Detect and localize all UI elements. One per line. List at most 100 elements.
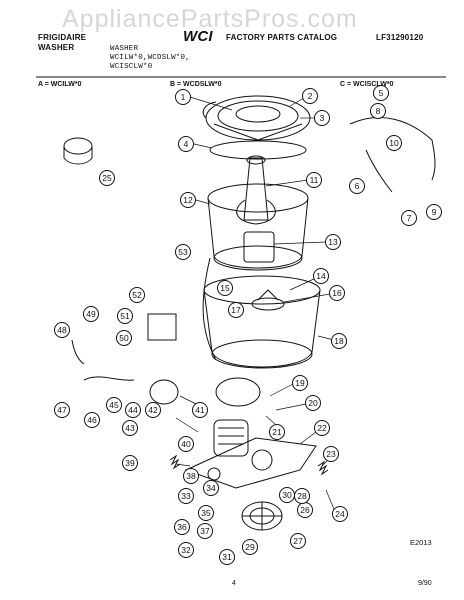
callout-52: 52: [129, 287, 145, 303]
svg-text:39: 39: [125, 458, 135, 468]
callout-14: 14: [313, 268, 329, 284]
brand-line2: WASHER: [38, 43, 75, 52]
svg-text:52: 52: [132, 290, 142, 300]
callout-16: 16: [329, 285, 345, 301]
callout-39: 39: [122, 455, 138, 471]
callout-17: 17: [228, 302, 244, 318]
callout-32: 32: [178, 542, 194, 558]
svg-text:44: 44: [128, 405, 138, 415]
svg-text:51: 51: [120, 311, 130, 321]
svg-text:42: 42: [148, 405, 158, 415]
callout-10: 10: [386, 135, 402, 151]
svg-text:10: 10: [389, 138, 399, 148]
svg-text:16: 16: [332, 288, 342, 298]
callout-34: 34: [203, 480, 219, 496]
callout-47: 47: [54, 402, 70, 418]
svg-text:26: 26: [300, 505, 310, 515]
model-type: WASHER: [110, 45, 139, 53]
callout-25: 25: [99, 170, 115, 186]
svg-text:8: 8: [376, 106, 381, 116]
svg-text:27: 27: [293, 536, 303, 546]
catalog-number: LF31290120: [376, 33, 424, 42]
bracket-52: [147, 313, 177, 341]
svg-text:23: 23: [326, 449, 336, 459]
svg-text:11: 11: [310, 175, 319, 185]
callout-13: 13: [325, 234, 341, 250]
svg-text:6: 6: [355, 181, 360, 191]
svg-text:5: 5: [379, 88, 384, 98]
hose-49: [71, 339, 85, 365]
ring-4: [209, 140, 307, 160]
callout-49: 49: [83, 306, 99, 322]
svg-text:41: 41: [195, 405, 205, 415]
callout-20: 20: [305, 395, 321, 411]
spring-23: [317, 460, 329, 476]
callout-24: 24: [332, 506, 348, 522]
svg-text:18: 18: [334, 336, 344, 346]
callout-22: 22: [314, 420, 330, 436]
catalog-title: FACTORY PARTS CATALOG: [226, 33, 338, 42]
svg-text:43: 43: [125, 423, 135, 433]
svg-text:38: 38: [186, 471, 196, 481]
page-number: 4: [232, 580, 236, 587]
svg-text:29: 29: [245, 542, 255, 552]
hose-45: [83, 376, 135, 381]
svg-text:48: 48: [57, 325, 67, 335]
callout-44: 44: [125, 402, 141, 418]
svg-text:49: 49: [86, 309, 96, 319]
cover-43: [149, 379, 179, 405]
pulley: [241, 501, 283, 531]
callout-3: 3: [314, 110, 330, 126]
hose-53: [202, 257, 217, 361]
svg-text:25: 25: [102, 173, 112, 183]
callout-8: 8: [370, 103, 386, 119]
callout-9: 9: [426, 204, 442, 220]
callout-1: 1: [175, 89, 191, 105]
svg-text:33: 33: [181, 491, 191, 501]
filter-25: [63, 137, 93, 165]
svg-text:37: 37: [200, 526, 210, 536]
models-line1: WCILW*0,WCDSLW*0,: [110, 54, 190, 62]
callout-23: 23: [323, 446, 339, 462]
callout-15: 15: [217, 280, 233, 296]
callout-46: 46: [84, 412, 100, 428]
figure-code: E2013: [410, 538, 432, 547]
callout-45: 45: [106, 397, 122, 413]
svg-text:2: 2: [308, 91, 313, 101]
callout-53: 53: [175, 244, 191, 260]
callout-37: 37: [197, 523, 213, 539]
svg-text:21: 21: [272, 427, 282, 437]
callout-21: 21: [269, 424, 285, 440]
section-a-label: A = WCILW*0: [38, 81, 82, 88]
spring-39: [169, 454, 181, 470]
callout-40: 40: [178, 436, 194, 452]
svg-text:30: 30: [282, 490, 292, 500]
callout-18: 18: [331, 333, 347, 349]
svg-text:9: 9: [432, 207, 437, 217]
callout-36: 36: [174, 519, 190, 535]
callout-28: 28: [294, 488, 310, 504]
svg-text:19: 19: [295, 378, 305, 388]
models-line2: WCISCLW*0: [110, 63, 153, 71]
callout-50: 50: [116, 330, 132, 346]
callout-35: 35: [198, 505, 214, 521]
svg-text:3: 3: [320, 113, 325, 123]
svg-text:35: 35: [201, 508, 211, 518]
agitator: [236, 155, 276, 225]
callout-41: 41: [192, 402, 208, 418]
svg-text:40: 40: [181, 439, 191, 449]
svg-text:50: 50: [119, 333, 129, 343]
callout-29: 29: [242, 539, 258, 555]
callout-4: 4: [178, 136, 194, 152]
svg-text:32: 32: [181, 545, 191, 555]
callout-30: 30: [279, 487, 295, 503]
svg-text:53: 53: [178, 247, 188, 257]
callout-6: 6: [349, 178, 365, 194]
callout-7: 7: [401, 210, 417, 226]
svg-text:20: 20: [308, 398, 318, 408]
svg-text:1: 1: [181, 92, 186, 102]
catalog-date: 9/90: [418, 580, 432, 587]
svg-text:17: 17: [231, 305, 241, 315]
callout-5: 5: [373, 85, 389, 101]
